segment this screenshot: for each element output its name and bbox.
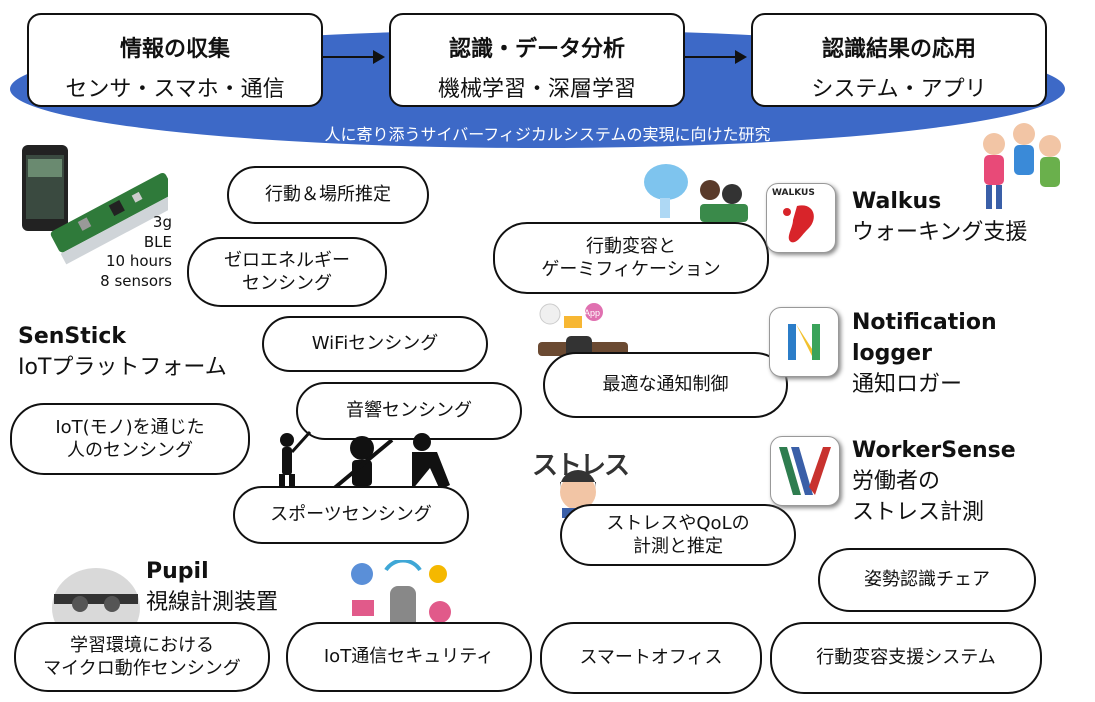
topic-location: 行動＆場所推定 bbox=[227, 166, 429, 224]
topic-wifi: WiFiセンシング bbox=[262, 316, 488, 372]
stage-subtitle: センサ・スマホ・通信 bbox=[65, 77, 285, 102]
topic-stress-qol: ストレスやQoLの 計測と推定 bbox=[560, 504, 796, 566]
walking-people-image bbox=[983, 123, 1061, 209]
arrow-right-icon bbox=[685, 50, 747, 64]
stage-title: 認識・データ分析 bbox=[448, 37, 625, 62]
senstick-desc: IoTプラットフォーム bbox=[18, 354, 227, 380]
pupil-label: Pupil 視線計測装置 bbox=[146, 557, 278, 619]
topic-smart-office: スマートオフィス bbox=[540, 622, 762, 694]
walkus-label: Walkus ウォーキング支援 bbox=[852, 187, 1027, 249]
workersense-desc2: ストレス計測 bbox=[852, 499, 985, 525]
senstick-name: SenStick bbox=[18, 324, 127, 349]
walkus-app-icon: WALKUS bbox=[766, 183, 836, 253]
walkus-logo-text: WALKUS bbox=[772, 188, 815, 198]
topic-iot-human: IoT(モノ)を通じた 人のセンシング bbox=[10, 403, 250, 475]
topic-sound: 音響センシング bbox=[296, 382, 522, 440]
topic-sports: スポーツセンシング bbox=[233, 486, 469, 544]
stage-subtitle: 機械学習・深層学習 bbox=[437, 77, 636, 102]
workersense-label: WorkerSense 労働者の ストレス計測 bbox=[852, 436, 1016, 528]
sports-silhouettes-icon bbox=[279, 430, 450, 496]
brain-people-image bbox=[644, 164, 748, 222]
topic-notification-control: 最適な通知制御 bbox=[543, 352, 788, 418]
stage-application: 認識結果の応用 システム・アプリ bbox=[751, 13, 1047, 107]
walkus-name: Walkus bbox=[852, 189, 942, 214]
spec-hours: 10 hours bbox=[105, 252, 172, 270]
topic-behavior-system: 行動変容支援システム bbox=[770, 622, 1042, 694]
notification-logger-label: Notification logger 通知ロガー bbox=[852, 308, 997, 400]
app-badge-text: App bbox=[584, 308, 600, 318]
workersense-desc1: 労働者の bbox=[852, 468, 941, 494]
n-logo-icon bbox=[788, 324, 820, 360]
arrow-right-icon bbox=[323, 50, 385, 64]
senstick-label: SenStick IoTプラットフォーム bbox=[18, 322, 227, 384]
senstick-specs: 3g BLE 10 hours 8 sensors bbox=[60, 213, 172, 291]
banner-tagline: 人に寄り添うサイバーフィジカルシステムの実現に向けた研究 bbox=[324, 125, 771, 144]
spec-weight: 3g bbox=[152, 213, 172, 231]
notification-logger-app-icon bbox=[769, 307, 839, 377]
stage-title: 情報の収集 bbox=[119, 37, 230, 62]
w-logo-icon bbox=[779, 447, 831, 495]
topic-gamification: 行動変容と ゲーミフィケーション bbox=[493, 222, 769, 294]
walkus-desc: ウォーキング支援 bbox=[852, 219, 1028, 245]
spec-ble: BLE bbox=[143, 232, 172, 251]
smart-speaker-icons bbox=[351, 560, 451, 636]
notification-name-line2: logger bbox=[852, 340, 932, 366]
pupil-headset-image bbox=[52, 568, 140, 630]
spec-sensors: 8 sensors bbox=[100, 271, 172, 290]
topic-zero-energy: ゼロエネルギー センシング bbox=[187, 237, 387, 307]
footprint-icon bbox=[783, 205, 814, 243]
workersense-app-icon bbox=[770, 436, 840, 506]
topic-micro-motion: 学習環境における マイクロ動作センシング bbox=[14, 622, 270, 692]
notification-name-line1: Notification bbox=[852, 310, 997, 335]
stage-title: 認識結果の応用 bbox=[821, 37, 976, 62]
pupil-name: Pupil bbox=[146, 559, 209, 584]
notification-desc: 通知ロガー bbox=[852, 371, 963, 397]
stage-collection: 情報の収集 センサ・スマホ・通信 bbox=[27, 13, 323, 107]
topic-posture-chair: 姿勢認識チェア bbox=[818, 548, 1036, 612]
stage-analysis: 認識・データ分析 機械学習・深層学習 bbox=[389, 13, 685, 107]
workersense-name: WorkerSense bbox=[852, 438, 1016, 463]
senstick-device-image bbox=[22, 145, 168, 265]
topic-iot-security: IoT通信セキュリティ bbox=[286, 622, 532, 692]
stage-subtitle: システム・アプリ bbox=[811, 77, 987, 102]
pupil-desc: 視線計測装置 bbox=[146, 589, 279, 615]
